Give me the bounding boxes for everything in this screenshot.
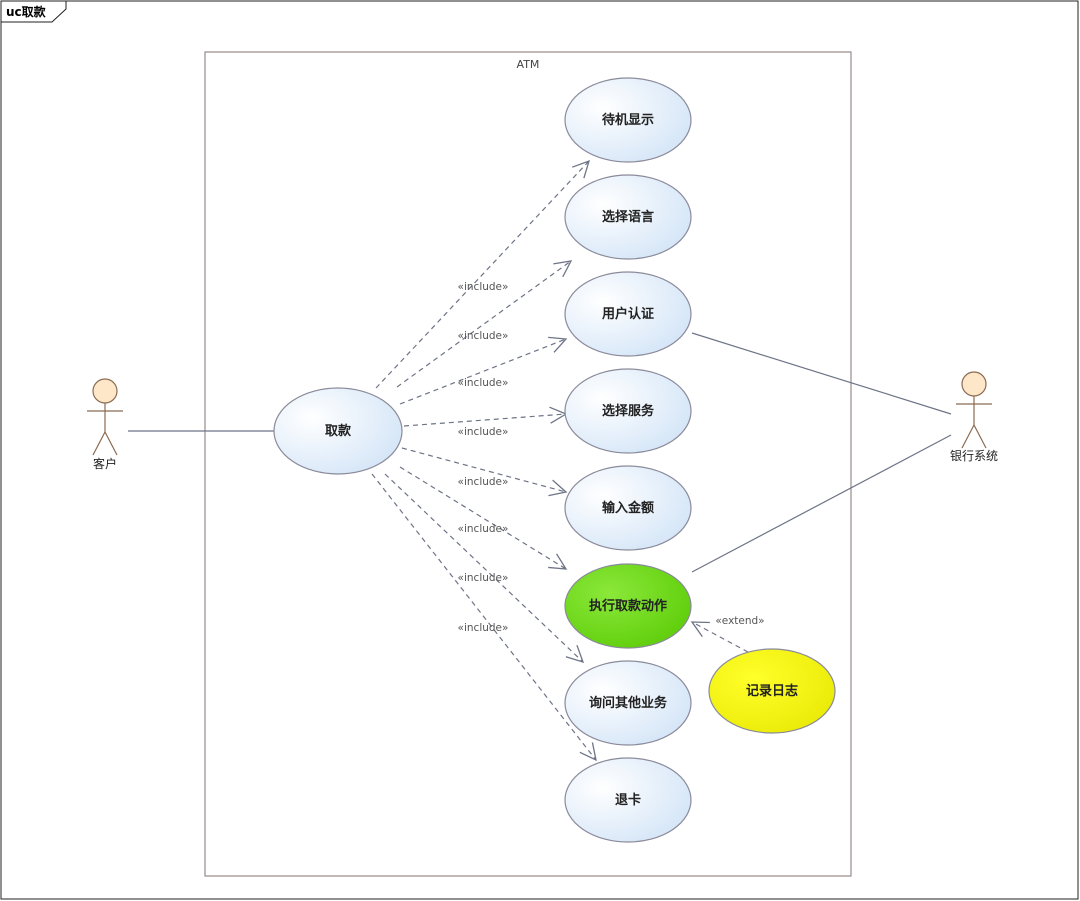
frame-title: uc取款 bbox=[6, 4, 47, 19]
usecase-withdraw[interactable] bbox=[273, 387, 403, 475]
association-execute-bank bbox=[691, 434, 952, 573]
usecase-standby[interactable] bbox=[564, 77, 692, 163]
stereotype-include-7: «include» bbox=[458, 572, 509, 584]
usecase-eject[interactable] bbox=[564, 757, 692, 843]
stereotype-include-2: «include» bbox=[458, 330, 509, 342]
include-arrow-execute bbox=[399, 466, 568, 570]
usecase-amount-label: 输入金额 bbox=[602, 500, 654, 516]
usecase-auth[interactable] bbox=[564, 271, 692, 357]
actor-bank-leg-right bbox=[973, 424, 987, 449]
include-arrow-language bbox=[396, 260, 573, 388]
usecase-execute[interactable] bbox=[564, 563, 692, 649]
usecase-standby-label: 待机显示 bbox=[601, 112, 654, 128]
stereotype-include-3: «include» bbox=[458, 377, 509, 389]
association-auth-bank bbox=[691, 332, 952, 415]
stereotype-include-8: «include» bbox=[458, 622, 509, 634]
actor-customer-leg-right bbox=[104, 431, 118, 456]
actor-customer[interactable] bbox=[87, 378, 123, 456]
stereotype-include-4: «include» bbox=[458, 426, 509, 438]
usecase-log[interactable] bbox=[708, 648, 836, 734]
include-arrow-other bbox=[384, 473, 585, 664]
actor-customer-leg-left bbox=[92, 431, 106, 456]
usecase-auth-label: 用户认证 bbox=[601, 306, 654, 322]
usecase-log-label: 记录日志 bbox=[746, 683, 798, 699]
actor-bank[interactable] bbox=[956, 371, 992, 449]
include-arrow-standby bbox=[375, 159, 590, 389]
actor-customer-label: 客户 bbox=[93, 456, 117, 471]
actor-bank-label: 银行系统 bbox=[950, 449, 998, 463]
stereotype-extend: «extend» bbox=[715, 615, 764, 627]
usecase-service[interactable] bbox=[564, 368, 692, 454]
actor-bank-head-icon bbox=[961, 371, 987, 397]
usecase-service-label: 选择服务 bbox=[602, 403, 655, 419]
actor-customer-head-icon bbox=[92, 378, 118, 404]
usecase-language-label: 选择语言 bbox=[602, 209, 654, 225]
include-arrow-service bbox=[403, 406, 568, 427]
stereotype-include-6: «include» bbox=[458, 523, 509, 535]
include-arrow-eject bbox=[371, 473, 597, 762]
usecase-amount[interactable] bbox=[564, 465, 692, 551]
usecase-other-label: 询问其他业务 bbox=[589, 695, 668, 711]
usecase-eject-label: 退卡 bbox=[615, 792, 641, 808]
system-boundary bbox=[204, 51, 852, 877]
usecase-withdraw-label: 取款 bbox=[325, 423, 352, 439]
usecase-execute-label: 执行取款动作 bbox=[589, 598, 667, 614]
stereotype-include-1: «include» bbox=[458, 281, 509, 293]
include-arrow-amount bbox=[401, 447, 568, 497]
extend-arrow-log bbox=[690, 621, 749, 653]
usecase-other[interactable] bbox=[564, 660, 692, 746]
frame-title-tab bbox=[0, 0, 67, 23]
include-arrow-auth bbox=[399, 336, 568, 405]
actor-bank-leg-left bbox=[961, 424, 975, 449]
boundary-title: ATM bbox=[517, 58, 540, 71]
stereotype-include-5: «include» bbox=[458, 476, 509, 488]
usecase-language[interactable] bbox=[564, 174, 692, 260]
